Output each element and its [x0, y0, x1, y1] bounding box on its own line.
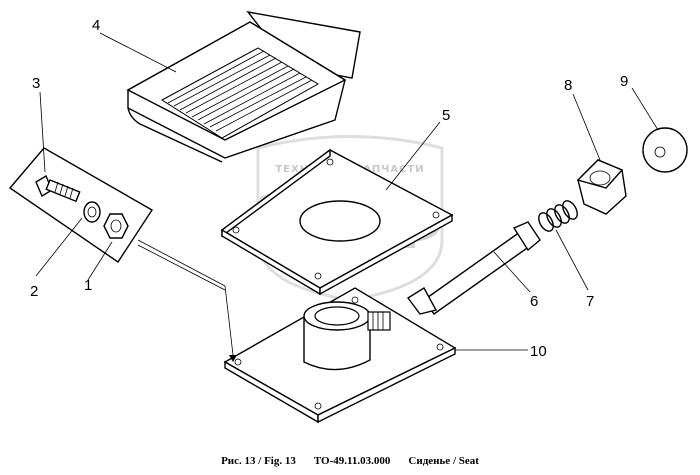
caption-figure: Рис. 13 / Fig. 13 [221, 455, 296, 467]
watermark-shield [256, 135, 444, 302]
assembly-arrows [137, 239, 237, 362]
caption-title: Сиденье / Seat [408, 455, 479, 467]
hex-nut-large [576, 159, 627, 215]
callout-10: 10 [530, 343, 547, 360]
callout-5: 5 [442, 107, 450, 124]
knob [642, 127, 688, 173]
callout-6: 6 [530, 293, 538, 310]
base-plate [223, 287, 457, 424]
callout-1: 1 [84, 277, 92, 294]
figure-caption: Рис. 13 / Fig. 13 ТО-49.11.03.000 Сиденье … [0, 455, 700, 467]
bolt-set [8, 147, 153, 263]
leader-lines [35, 32, 659, 351]
caption-code: ТО-49.11.03.000 [313, 455, 391, 467]
seat-cushion [126, 10, 361, 163]
callout-4: 4 [92, 17, 100, 34]
callouts: 1 2 3 4 5 6 7 8 9 10 [30, 17, 628, 360]
upper-plate [220, 148, 454, 296]
callout-3: 3 [32, 75, 40, 92]
callout-7: 7 [586, 293, 594, 310]
pin [406, 221, 541, 315]
callout-9: 9 [620, 73, 628, 90]
spring [538, 200, 578, 232]
callout-8: 8 [564, 77, 572, 94]
callout-2: 2 [30, 283, 38, 300]
